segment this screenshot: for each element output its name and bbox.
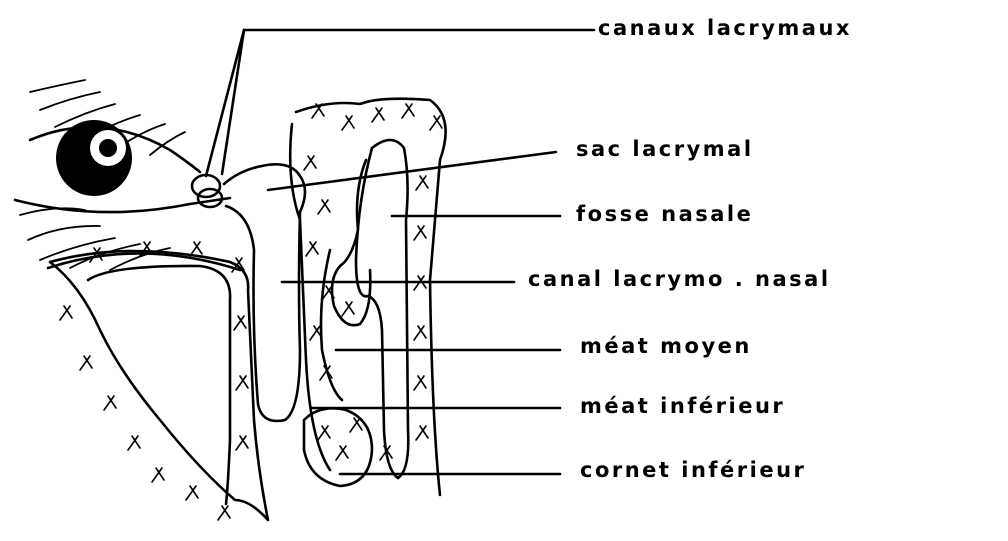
label-cornet-inferieur: cornet inférieur: [580, 460, 806, 481]
label-sac-lacrymal: sac lacrymal: [576, 139, 754, 160]
label-canaux-lacrymaux: canaux lacrymaux: [598, 18, 852, 39]
lower-eyelashes: [20, 208, 170, 270]
eye-iris: [56, 120, 132, 196]
label-canal-lacrymo-nasal: canal lacrymo . nasal: [528, 269, 831, 290]
label-meat-moyen: méat moyen: [580, 336, 752, 357]
fosse-nasale-cavity: [356, 140, 408, 478]
maxilla-inner: [88, 266, 230, 504]
lacrimal-sac-duct: [224, 164, 305, 421]
maxilla-outline: [50, 251, 268, 520]
label-fosse-nasale: fosse nasale: [576, 204, 753, 225]
label-meat-inferieur: méat inférieur: [580, 396, 785, 417]
label-leader-lines: [268, 152, 560, 474]
